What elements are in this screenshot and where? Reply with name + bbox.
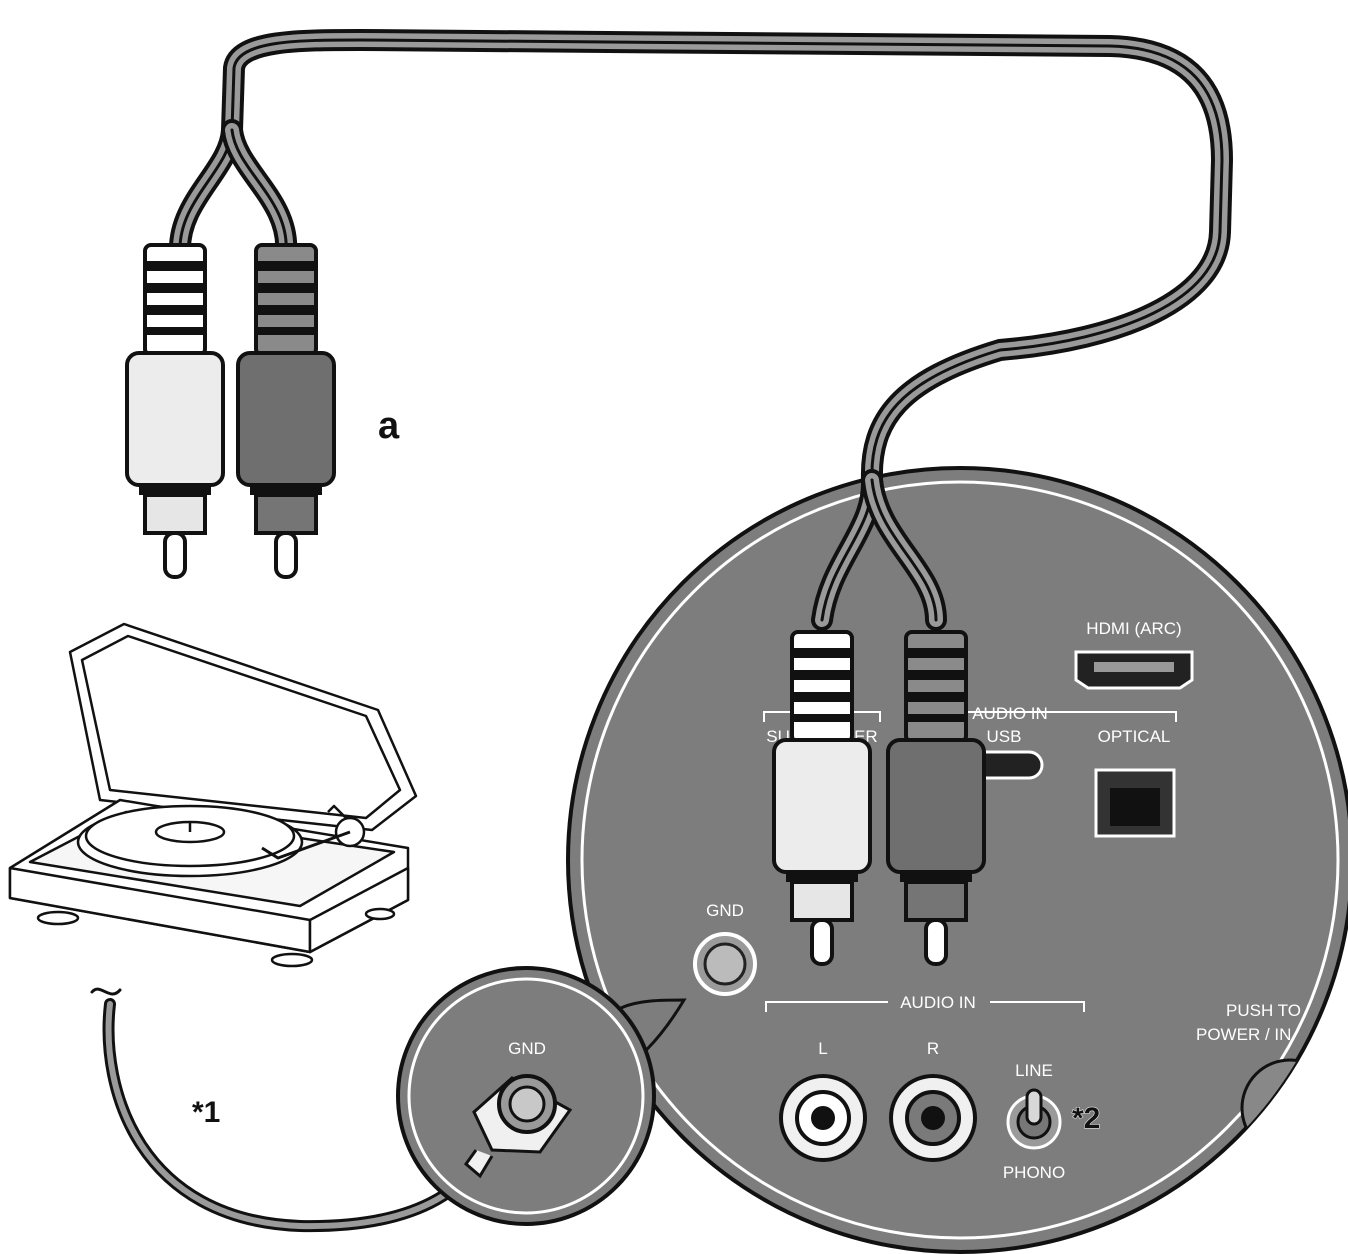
right-channel-label: R bbox=[927, 1039, 939, 1058]
rca-plug-red-icon bbox=[236, 243, 336, 579]
hdmi-port-icon bbox=[1074, 650, 1194, 690]
zoom-gnd-label: GND bbox=[508, 1039, 546, 1058]
left-channel-label: L bbox=[818, 1039, 827, 1058]
rca-jack-left-icon[interactable] bbox=[779, 1074, 867, 1162]
push-to-label: PUSH TO bbox=[1226, 1001, 1301, 1020]
optical-port-icon bbox=[1094, 768, 1176, 838]
toggle-switch-icon[interactable] bbox=[1006, 1088, 1062, 1150]
ground-zoom-callout: GND bbox=[396, 966, 687, 1226]
note-callout-1: *1 bbox=[192, 1096, 220, 1129]
turntable-icon bbox=[8, 622, 418, 968]
ground-wire bbox=[90, 987, 482, 1233]
rca-jack-right-icon[interactable] bbox=[889, 1074, 977, 1162]
rca-cable bbox=[169, 29, 1233, 631]
audio-in-bracket-bottom bbox=[765, 1001, 1085, 1012]
hdmi-label: HDMI (ARC) bbox=[1086, 619, 1181, 638]
gnd-label: GND bbox=[706, 901, 744, 920]
ground-terminal-icon[interactable] bbox=[693, 932, 757, 996]
usb-label: USB bbox=[987, 727, 1022, 746]
rca-plug-white-icon bbox=[125, 243, 225, 579]
line-label: LINE bbox=[1015, 1061, 1053, 1080]
power-in-label: POWER / IN bbox=[1196, 1025, 1291, 1044]
cable-callout-a: a bbox=[378, 405, 400, 447]
audio-in-top-label: AUDIO IN bbox=[972, 704, 1048, 723]
optical-label: OPTICAL bbox=[1098, 727, 1171, 746]
ground-terminal-zoom-icon bbox=[463, 1074, 573, 1179]
phono-label: PHONO bbox=[1003, 1163, 1065, 1182]
audio-in-bottom-label: AUDIO IN bbox=[900, 993, 976, 1012]
note-callout-2: *2 bbox=[1072, 1102, 1100, 1135]
